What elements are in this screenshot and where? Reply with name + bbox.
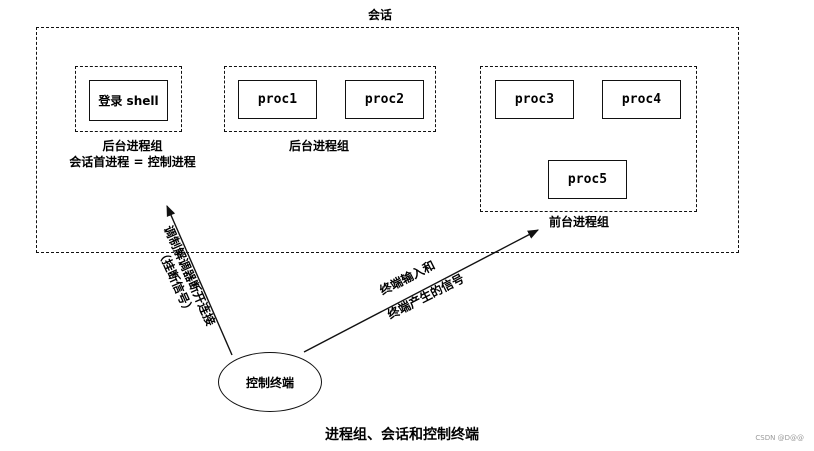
background-group-left	[75, 66, 182, 132]
proc3-box: proc3	[495, 80, 574, 119]
signals-arrow	[303, 229, 539, 353]
figure-caption: 进程组、会话和控制终端	[325, 427, 479, 443]
proc5-box: proc5	[548, 160, 627, 199]
session-label: 会话	[368, 8, 393, 22]
proc1-box: proc1	[238, 80, 317, 119]
foreground-group	[480, 66, 697, 212]
login-shell-box: 登录 shell	[89, 80, 168, 121]
session-box	[36, 27, 739, 253]
foreground-group-label: 前台进程组	[549, 215, 610, 229]
background-group-left-label: 后台进程组 会话首进程 = 控制进程	[55, 138, 210, 170]
background-group-left-label-line2: 会话首进程 = 控制进程	[69, 155, 196, 169]
background-group-mid	[224, 66, 436, 132]
proc2-box: proc2	[345, 80, 424, 119]
background-group-left-label-line1: 后台进程组	[102, 139, 163, 153]
proc4-box: proc4	[602, 80, 681, 119]
controlling-terminal-label: 控制终端	[245, 375, 294, 390]
background-group-mid-label: 后台进程组	[289, 139, 350, 153]
watermark: CSDN @D@@	[755, 434, 804, 442]
controlling-terminal: 控制终端	[218, 352, 322, 412]
hangup-arrow	[166, 204, 233, 356]
